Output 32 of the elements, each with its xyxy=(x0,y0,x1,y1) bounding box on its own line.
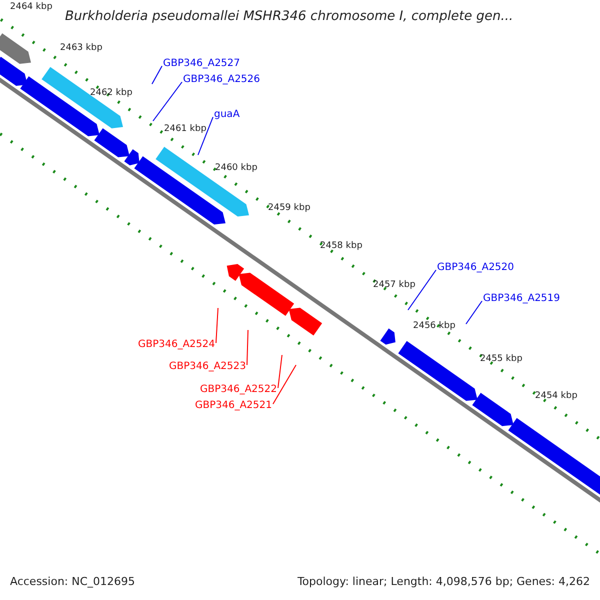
gene-label: GBP346_A2524 xyxy=(138,339,215,350)
tick-label: 2456 kbp xyxy=(413,321,456,331)
tick-label: 2464 kbp xyxy=(10,2,52,12)
leader-line xyxy=(216,308,218,344)
leader-line xyxy=(408,270,436,310)
leader-line xyxy=(278,354,282,388)
gene-label: GBP346_A2527 xyxy=(163,58,240,69)
tick-label: 2462 kbp xyxy=(90,88,132,98)
gene-label: GBP346_A2519 xyxy=(483,293,560,304)
gene-label: GBP346_A2526 xyxy=(183,74,260,85)
footer-text: Topology: linear; Length: 4,098,576 bp; Genes: 4,262 xyxy=(297,575,590,588)
tick-label: 2463 kbp xyxy=(60,43,102,53)
tick-label: 2455 kbp xyxy=(480,354,522,364)
chart-title: Burkholderia pseudomallei MSHR346 chromosome I, complete gen... xyxy=(65,9,514,24)
leader-line xyxy=(466,300,482,324)
gene-label: GBP346_A2521 xyxy=(194,400,272,411)
tick-label: 2458 kbp xyxy=(320,241,362,251)
tick-label: 2459 kbp xyxy=(268,203,310,213)
gene-label: GBP346_A2523 xyxy=(168,361,246,372)
tick-label: 2454 kbp xyxy=(535,391,578,401)
leader-line xyxy=(246,330,248,366)
tick-label: 2461 kbp xyxy=(164,124,206,134)
tick-label: 2460 kbp xyxy=(215,163,258,173)
gene-label: GBP346_A2520 xyxy=(437,262,514,273)
leader-line xyxy=(152,82,182,122)
footer-text: Accession: NC_012695 xyxy=(10,575,136,588)
tick-label: 2457 kbp xyxy=(373,280,416,290)
gene-label: guaA xyxy=(214,109,240,120)
leader-line xyxy=(198,116,214,156)
gene-label: GBP346_A2522 xyxy=(200,384,277,395)
leader-line xyxy=(272,364,296,404)
leader-line xyxy=(152,66,162,84)
